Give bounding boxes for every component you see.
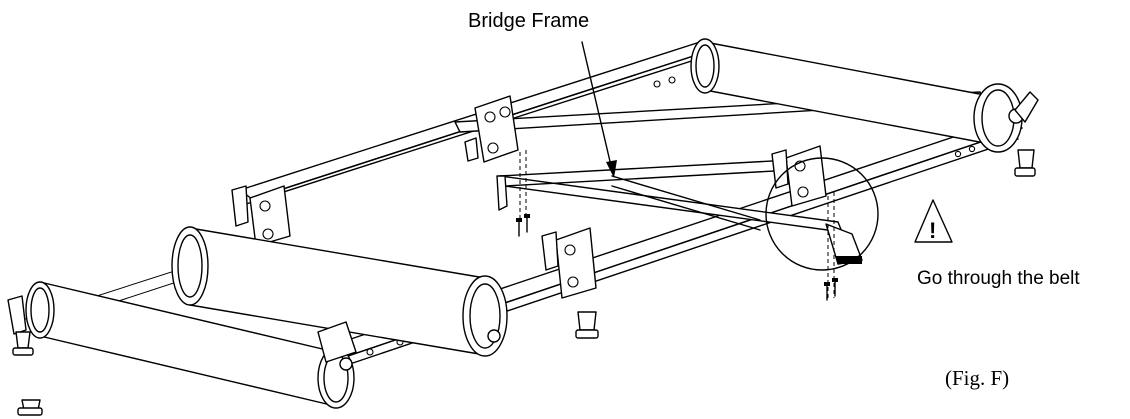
bridge-frame-callout: Bridge Frame: [468, 10, 617, 178]
middle-roller: [171, 226, 599, 357]
bridge-frame-label: Bridge Frame: [468, 10, 589, 32]
clamp-bracket-front-right: [771, 145, 827, 207]
bridge-frame: [496, 159, 863, 265]
warning-triangle-icon: !: [914, 199, 953, 243]
rear-roller: [690, 38, 1039, 177]
warning-note: ! Go through the belt: [914, 199, 1080, 289]
clamp-bracket-back-left: [231, 185, 291, 247]
clamp-bracket-front-center: [541, 227, 597, 299]
warning-text: Go through the belt: [917, 268, 1080, 289]
screws-right: [824, 278, 838, 301]
figure-caption: (Fig. F): [945, 366, 1009, 390]
svg-text:!: !: [929, 218, 936, 243]
clamp-bracket-back-top: [464, 95, 519, 163]
screw-guide-lines: [519, 150, 835, 298]
front-roller: [7, 281, 357, 416]
detail-circle: [765, 157, 879, 271]
screws-left: [516, 214, 530, 237]
